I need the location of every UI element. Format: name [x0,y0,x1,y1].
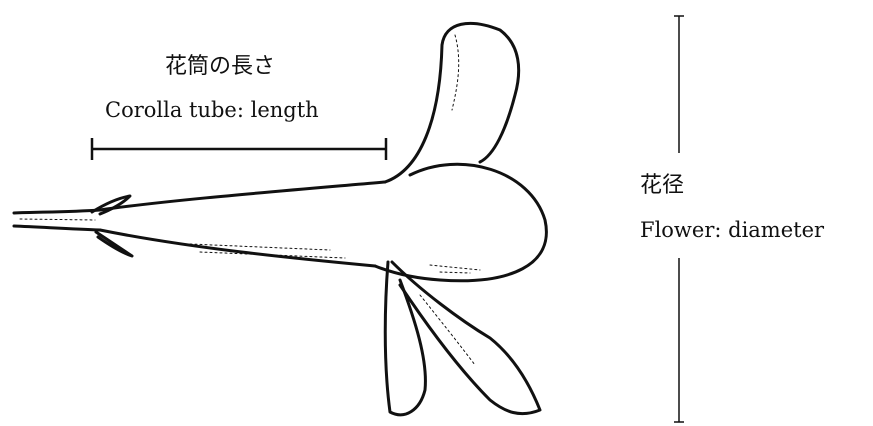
corolla-tube-upper [100,182,385,210]
upper-petal-stipple [452,35,459,110]
tube-length-label-ja: 花筒の長さ [165,56,275,78]
lower-petal-right [392,262,540,414]
flower-drawing [14,23,546,414]
bell-stipple [430,265,480,273]
lower-petal-stipple [420,295,475,365]
stem-stipple [20,219,95,220]
lower-petal-left [385,262,425,415]
tube-length-label-en: Corolla tube: length [105,100,319,121]
diameter-label-en: Flower: diameter [640,220,824,241]
upper-petal [385,23,519,182]
diameter-label-ja: 花径 [640,175,684,197]
flower-bell [375,164,546,281]
corolla-tube-lower [100,230,375,266]
tube-length-bracket [92,138,386,160]
